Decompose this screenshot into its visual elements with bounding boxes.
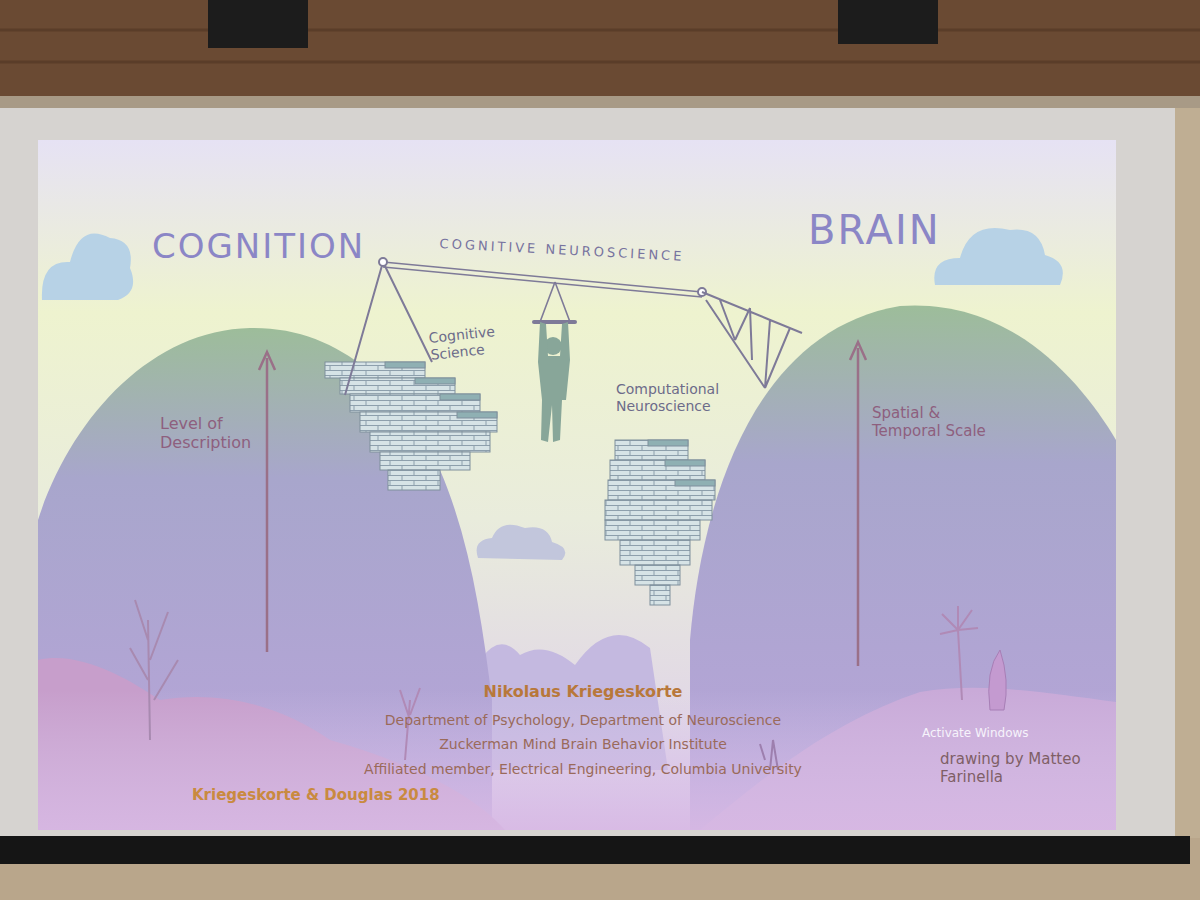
citation: Kriegeskorte & Douglas 2018 (192, 786, 440, 804)
bridge-part-label: Computational Neuroscience (616, 381, 728, 415)
affiliation-line: Affiliated member, Electrical Engineerin… (313, 761, 853, 778)
affiliation-line: Zuckerman Mind Brain Behavior Institute (333, 736, 833, 753)
speaker-name: Nikolaus Kriegeskorte (333, 682, 833, 701)
credit-note: drawing by Matteo Farinella (940, 750, 1090, 786)
affiliation-line: Department of Psychology, Department of … (333, 712, 833, 729)
heading-word: COGNITION (152, 226, 365, 267)
heading-word: BRAIN (808, 206, 941, 254)
watermark: Activate Windows (922, 726, 1029, 740)
axis-label: Spatial & Temporal Scale (872, 404, 1004, 440)
axis-label: Level of Description (160, 414, 268, 452)
